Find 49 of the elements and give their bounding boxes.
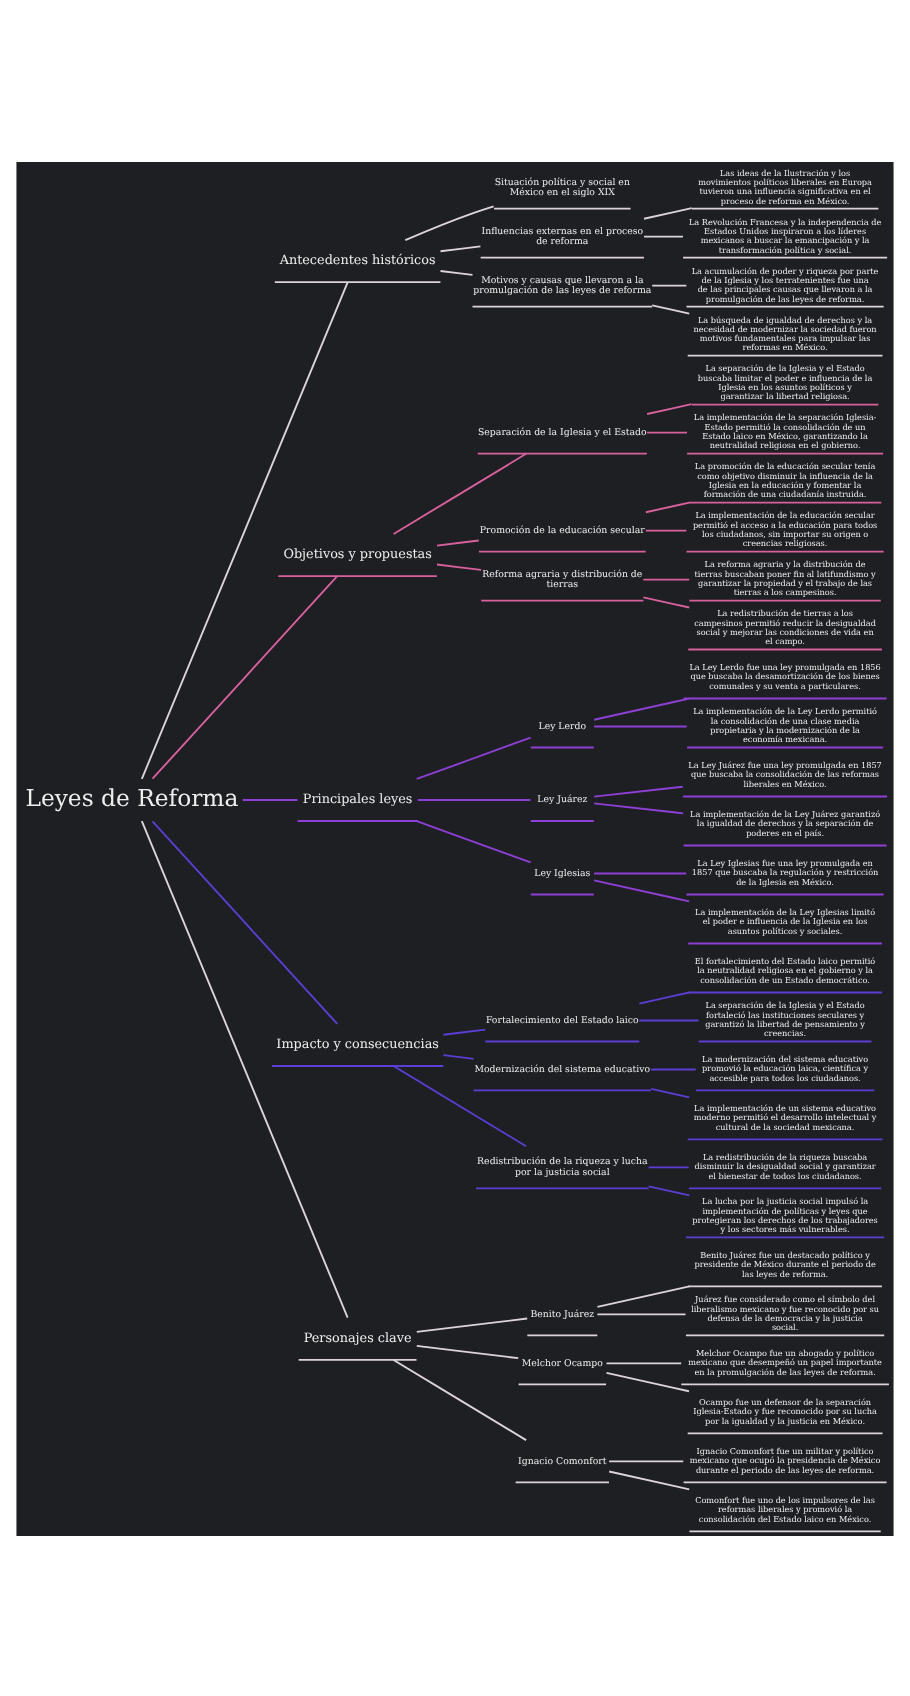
connector [439, 244, 482, 252]
connector [642, 577, 691, 580]
connector [392, 1064, 528, 1147]
connector [596, 1312, 687, 1315]
connector [442, 1027, 487, 1035]
connector [605, 1361, 683, 1364]
connector [644, 500, 691, 513]
connector [593, 801, 685, 814]
connector [643, 206, 693, 219]
connector [642, 595, 691, 608]
connector [638, 1018, 700, 1021]
connector [436, 538, 480, 546]
node-text: Leyes de Reforma [25, 782, 239, 811]
connector [608, 1469, 691, 1490]
connector [646, 430, 688, 433]
connector [651, 283, 688, 286]
connector [439, 269, 474, 275]
connector [140, 280, 349, 779]
connector [392, 451, 528, 534]
connector [593, 784, 684, 797]
connector [593, 878, 691, 902]
connector [404, 204, 495, 241]
connector [605, 1371, 690, 1392]
connector [638, 990, 691, 1004]
connector [415, 1316, 529, 1332]
connector [436, 562, 483, 570]
connector [650, 1067, 697, 1070]
connector [442, 1053, 475, 1059]
connector [593, 724, 688, 727]
connector [151, 819, 339, 1024]
connector [647, 1184, 691, 1196]
connector [593, 871, 688, 874]
connector [415, 1343, 520, 1359]
connector [596, 1284, 691, 1307]
connector [646, 402, 693, 414]
connector [644, 528, 688, 531]
connector [416, 798, 532, 800]
connector [140, 819, 349, 1318]
connector [647, 1165, 690, 1168]
connector [415, 735, 532, 779]
connector [151, 574, 339, 779]
connector [593, 696, 691, 720]
connector [651, 303, 691, 314]
connector [643, 234, 684, 237]
connector [650, 1087, 691, 1098]
connector [415, 819, 532, 863]
connector [608, 1459, 685, 1462]
connector [392, 1358, 528, 1441]
connector [241, 798, 299, 800]
